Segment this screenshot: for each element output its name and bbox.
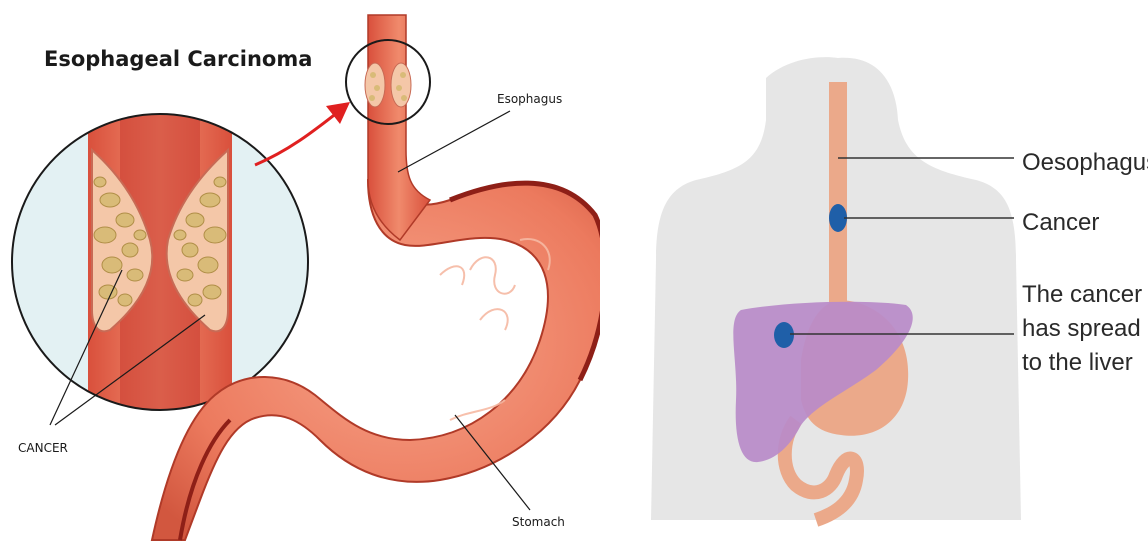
label-spread-line3: to the liver <box>1022 349 1133 376</box>
esophagus <box>368 15 430 240</box>
esophagus-leader <box>398 111 510 172</box>
metastasis-diagram: Oesophagus Cancer The cancer has spread … <box>576 0 1148 551</box>
label-cancer-left: CANCER <box>18 441 68 455</box>
label-stomach: Stomach <box>512 515 565 529</box>
label-spread-line2: has spread <box>1022 315 1141 342</box>
label-esophagus: Esophagus <box>497 92 562 106</box>
label-oesophagus: Oesophagus <box>1022 149 1148 176</box>
label-spread-line1: The cancer <box>1022 281 1142 308</box>
esophageal-carcinoma-illustration: Esophageal Carcinoma <box>0 0 600 551</box>
arrow-head <box>326 102 350 124</box>
pointer-arrow <box>255 112 338 165</box>
oesophagus-tube <box>829 82 847 312</box>
diagram-title: Esophageal Carcinoma <box>44 47 312 71</box>
label-cancer-right: Cancer <box>1022 209 1099 236</box>
cancer-dot-liver <box>774 322 794 348</box>
